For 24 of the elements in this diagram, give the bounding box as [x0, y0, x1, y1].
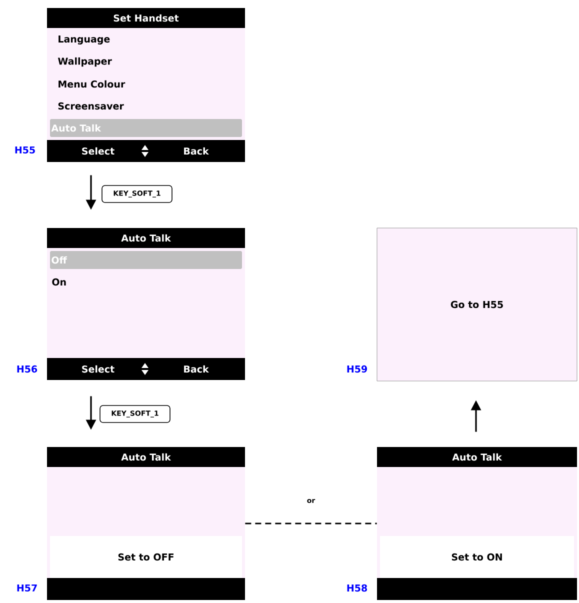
message-box: Set to OFF	[50, 536, 242, 578]
softkey-label: Select	[82, 365, 114, 373]
highlighted-item: Auto Talk	[50, 119, 242, 137]
title-bar: Auto Talk	[47, 228, 245, 248]
menu-item: Menu Colour	[58, 80, 126, 88]
title-bar: Set Handset	[47, 8, 245, 28]
message-text: Go to H55	[450, 300, 503, 308]
softkey-label: Back	[184, 147, 209, 155]
menu-item: Wallpaper	[58, 57, 112, 67]
highlighted-item: Off	[50, 251, 242, 269]
screen-id: H59	[347, 365, 367, 373]
softkey-label: Select	[82, 147, 114, 155]
menu-item: Screensaver	[58, 102, 124, 110]
screen-id: H55	[15, 146, 35, 154]
menu-item: Language	[58, 36, 110, 44]
softkey-label: Back	[184, 365, 209, 373]
message-box: Set to ON	[380, 536, 574, 578]
menu-item: On	[52, 278, 66, 286]
title-bar: Auto Talk	[47, 447, 245, 467]
screen-id: H57	[17, 584, 37, 592]
screen-id: H58	[347, 584, 367, 592]
screen-id: H56	[17, 365, 38, 373]
connector-line	[245, 522, 377, 524]
title-bar: Auto Talk	[377, 447, 577, 467]
